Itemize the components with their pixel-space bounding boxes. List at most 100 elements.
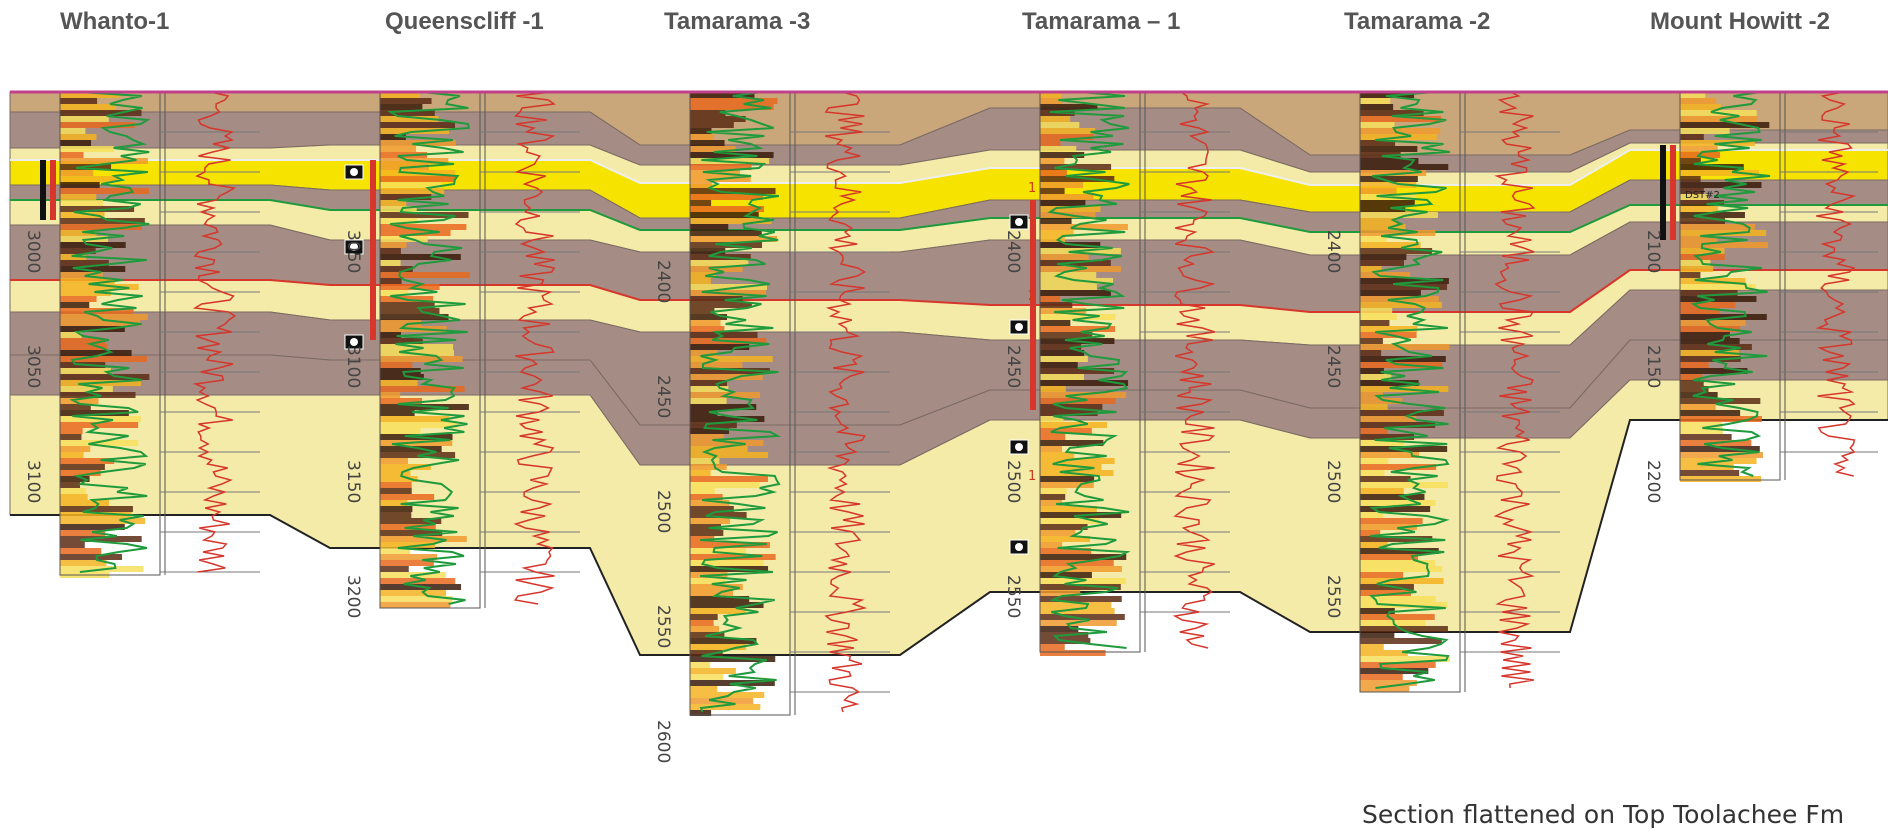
lithology-bed [690, 182, 713, 188]
lithology-bed [1360, 416, 1417, 422]
depth-label: 2550 [653, 605, 673, 648]
lithology-bed [690, 542, 770, 548]
lithology-bed [690, 470, 711, 476]
lithology-bed [60, 488, 87, 494]
well-title-tamarama-3: Tamarama -3 [664, 8, 811, 35]
lithology-bed [690, 368, 770, 374]
lithology-bed [690, 224, 729, 230]
lithology-bed [60, 326, 125, 332]
lithology-bed [1360, 488, 1404, 494]
lithology-bed [60, 182, 100, 188]
depth-label: 2200 [1643, 460, 1663, 503]
lithology-bed [60, 146, 115, 152]
lithology-bed [1360, 584, 1414, 590]
lithology-bed [1680, 164, 1744, 170]
lithology-bed [380, 314, 449, 320]
lithology-bed [690, 356, 773, 362]
lithology-bed [380, 338, 423, 344]
well-column-tamarama3 [689, 91, 890, 716]
lithology-bed [690, 434, 724, 440]
lithology-bed [1360, 224, 1406, 230]
lithology-bed [60, 158, 148, 164]
lithology-bed [690, 278, 711, 284]
lithology-bed [1360, 440, 1405, 446]
lithology-bed [60, 176, 119, 182]
lithology-bed [1680, 122, 1770, 128]
lithology-bed [1360, 170, 1427, 176]
lithology-bed [1040, 170, 1067, 176]
depth-label: 2100 [1643, 230, 1663, 273]
lithology-bed [380, 260, 401, 266]
core-bar [1660, 145, 1666, 240]
lithology-bed [1040, 458, 1115, 464]
lithology-bed [380, 362, 413, 368]
lithology-bed [690, 332, 758, 338]
lithology-bed [1360, 374, 1392, 380]
lithology-bed [690, 584, 743, 590]
lithology-bed [690, 590, 734, 596]
lithology-bed [60, 224, 142, 230]
lithology-bed [1360, 146, 1418, 152]
lithology-bed [1040, 92, 1062, 98]
lithology-bed [690, 422, 737, 428]
lithology-bed [1680, 284, 1756, 290]
lithology-bed [60, 116, 109, 122]
lithology-bed [380, 200, 407, 206]
lithology-bed [1040, 386, 1066, 392]
lithology-bed [690, 494, 723, 500]
lithology-bed [690, 116, 746, 122]
lithology-bed [60, 512, 132, 518]
lithology-bed [1360, 590, 1411, 596]
lithology-bed [60, 542, 85, 548]
lithology-bed [1360, 428, 1388, 434]
perforation-bar [370, 160, 376, 340]
lithology-bed [690, 452, 769, 458]
lithology-bed [690, 260, 749, 266]
lithology-bed [60, 248, 96, 254]
lithology-bed [1040, 200, 1086, 206]
lithology-bed [60, 386, 113, 392]
lithology-bed [1360, 686, 1410, 692]
lithology-bed [380, 470, 411, 476]
lithology-bed [1040, 446, 1063, 452]
depth-label: 3150 [343, 460, 363, 503]
lithology-bed [1360, 290, 1421, 296]
lithology-bed [1040, 518, 1100, 524]
lithology-bed [380, 230, 451, 236]
well-title-tamarama-1: Tamarama – 1 [1022, 8, 1181, 35]
lithology-bed [690, 440, 764, 446]
lithology-bed [690, 92, 755, 98]
lithology-bed [1360, 380, 1419, 386]
lithology-bed [1040, 344, 1082, 350]
lithology-bed [690, 596, 750, 602]
lithology-bed [1360, 176, 1418, 182]
lithology-bed [380, 146, 417, 152]
lithology-bed [60, 140, 92, 146]
green-horizon [10, 199, 1888, 233]
lithology-bed [60, 530, 106, 536]
lithology-bed [380, 416, 450, 422]
lithology-bed [60, 212, 105, 218]
lithology-bed [690, 416, 765, 422]
lithology-bed [1360, 422, 1436, 428]
depth-label: 2450 [1003, 345, 1023, 388]
lithology-bed [1360, 140, 1396, 146]
lithology-bed [60, 290, 111, 296]
lithology-bed [380, 398, 423, 404]
perforation-bar [1030, 200, 1036, 410]
lithology-bed [1680, 146, 1718, 152]
lithology-bed [690, 662, 711, 668]
lithology-bed [60, 122, 135, 128]
resistivity-curve [1172, 91, 1216, 649]
lithology-bed [1680, 176, 1701, 182]
test-marker-dot [1015, 443, 1023, 451]
lithology-bed [690, 326, 725, 332]
lithology-bed [690, 104, 774, 110]
gamma-ray-curve [386, 91, 470, 605]
lithology-bed [60, 170, 94, 176]
well-title-whanto-1: Whanto-1 [60, 8, 170, 35]
lithology-bed [1040, 452, 1075, 458]
depth-label: 2600 [653, 720, 673, 763]
lithology-bed [690, 110, 726, 116]
